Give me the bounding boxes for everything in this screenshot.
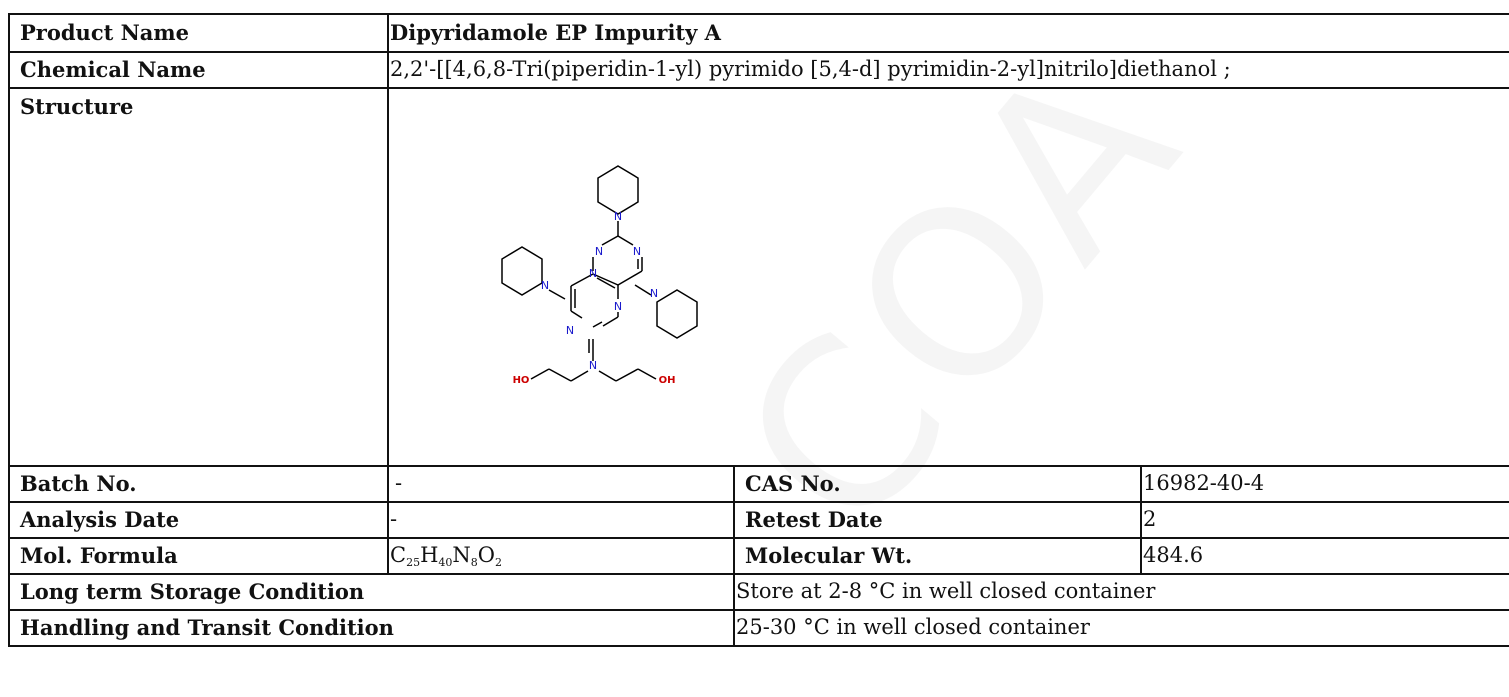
row-storage: Long term Storage Condition Store at 2-8… <box>8 573 1509 611</box>
atom-n1: N <box>595 245 603 258</box>
product-name-label: Product Name <box>8 13 389 53</box>
handling-label: Handling and Transit Condition <box>8 609 735 647</box>
molecular-wt-value: 484.6 <box>1140 537 1509 575</box>
chemical-structure-diagram: N N N N N N N N N HO OH <box>501 165 698 386</box>
handling-value: 25-30 °C in well closed container <box>733 609 1509 647</box>
atom-n5: N <box>589 267 597 280</box>
atom-n-top: N <box>614 210 622 223</box>
product-name-value: Dipyridamole EP Impurity A <box>387 13 1509 53</box>
retest-date-label: Retest Date <box>733 501 1142 539</box>
batch-no-label: Batch No. <box>8 465 389 503</box>
product-spec-table: Product Name Dipyridamole EP Impurity A … <box>8 13 1509 647</box>
structure-label: Structure <box>8 87 389 467</box>
atom-n-left: N <box>541 279 549 292</box>
row-handling: Handling and Transit Condition 25-30 °C … <box>8 609 1509 647</box>
row-chemical-name: Chemical Name 2,2'-[[4,6,8-Tri(piperidin… <box>8 51 1509 89</box>
molecular-wt-label: Molecular Wt. <box>733 537 1142 575</box>
analysis-date-label: Analysis Date <box>8 501 389 539</box>
row-structure: Structure <box>8 87 1509 467</box>
retest-date-value: 2 <box>1140 501 1509 539</box>
atom-n7: N <box>614 300 622 313</box>
atom-n-amine: N <box>589 359 597 372</box>
atom-n-right: N <box>650 287 658 300</box>
atom-n9: N <box>566 324 574 337</box>
cas-no-label: CAS No. <box>733 465 1142 503</box>
atom-oh: OH <box>659 375 676 386</box>
row-formula-weight: Mol. Formula C25H40N8O2 Molecular Wt. 48… <box>8 537 1509 575</box>
mol-formula-label: Mol. Formula <box>8 537 389 575</box>
atom-ho: HO <box>513 375 530 386</box>
structure-cell: N N N N N N N N N HO OH <box>387 87 1509 467</box>
chemical-name-label: Chemical Name <box>8 51 389 89</box>
row-batch-cas: Batch No. - CAS No. 16982-40-4 <box>8 465 1509 503</box>
row-product-name: Product Name Dipyridamole EP Impurity A <box>8 13 1509 53</box>
batch-no-value: - <box>387 465 735 503</box>
storage-label: Long term Storage Condition <box>8 573 735 611</box>
storage-value: Store at 2-8 °C in well closed container <box>733 573 1509 611</box>
cas-no-value: 16982-40-4 <box>1140 465 1509 503</box>
analysis-date-value: - <box>387 501 735 539</box>
row-dates: Analysis Date - Retest Date 2 <box>8 501 1509 539</box>
mol-formula-value: C25H40N8O2 <box>387 537 735 575</box>
atom-n3: N <box>633 245 641 258</box>
chemical-name-value: 2,2'-[[4,6,8-Tri(piperidin-1-yl) pyrimid… <box>387 51 1509 89</box>
